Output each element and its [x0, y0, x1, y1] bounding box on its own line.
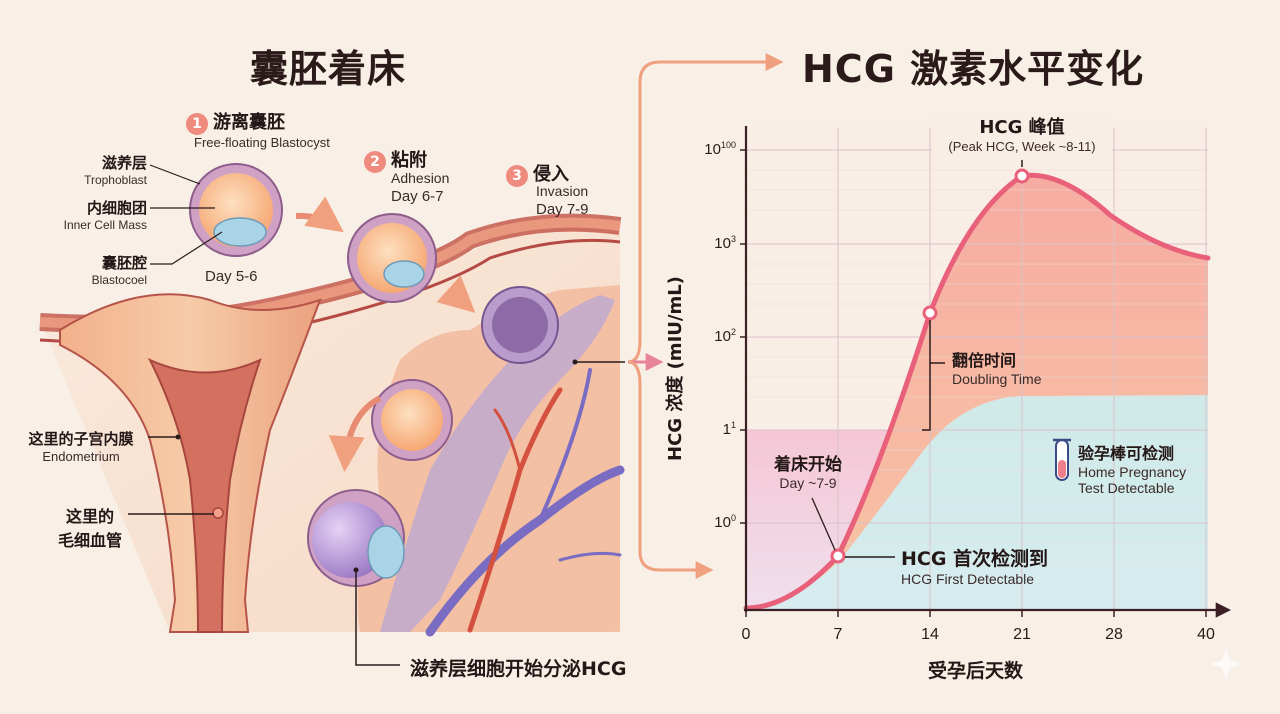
blastocyst-invasion-bottom [307, 489, 405, 587]
step-2-badge: 2 [364, 150, 386, 173]
capillary-dot [212, 507, 224, 519]
sparkle-icon [1210, 648, 1242, 680]
point-peak [1014, 168, 1030, 184]
x-tick-21: 21 [1013, 626, 1031, 643]
x-tick-7: 7 [833, 626, 843, 643]
hcg-chart [740, 125, 1232, 618]
blastocyst-adhesion [347, 213, 437, 303]
annotation-implantation-start: 着床开始 Day ~7-9 [774, 455, 842, 491]
label-blastocoel: 囊胚腔 Blastocoel [91, 254, 147, 287]
annotation-peak: HCG 峰值 (Peak HCG, Week ~8-11) [932, 113, 1112, 154]
test-tube-icon [1053, 438, 1071, 481]
uterine-cavity [147, 357, 262, 633]
x-tick-40: 40 [1197, 626, 1215, 643]
label-inner-cell-mass: 内细胞团 Inner Cell Mass [63, 199, 147, 232]
annotation-doubling-time: 翻倍时间 Doubling Time [952, 351, 1042, 387]
x-tick-0: 0 [741, 626, 751, 643]
left-panel-title: 囊胚着床 [250, 47, 407, 91]
label-capillary: 这里的 毛细血管 [57, 507, 122, 550]
blastocyst-free-floating [189, 163, 283, 257]
y-tick-10-0: 100 [714, 513, 736, 531]
hcg-secretion-caption: 滋养层细胞开始分泌HCG [410, 658, 627, 680]
y-tick-10-3: 103 [714, 234, 736, 252]
step-2-subtitle: Adhesion [391, 170, 450, 186]
step-2-title: 粘附 [391, 150, 427, 171]
step-3-title: 侵入 [533, 164, 569, 185]
connector-arrow-to-detectable [627, 360, 714, 579]
point-first-detectable [830, 548, 846, 564]
connector-arrow-to-title [627, 53, 784, 364]
step-1-subtitle: Free-floating Blastocyst [194, 135, 330, 150]
label-endometrium: 这里的子宫内膜 Endometrium [28, 430, 134, 464]
step-1-title: 游离囊胚 [213, 112, 285, 133]
x-tick-14: 14 [921, 626, 939, 643]
step-3-badge: 3 [506, 164, 528, 187]
x-tick-28: 28 [1105, 626, 1123, 643]
step-2-day: Day 6-7 [391, 188, 444, 205]
blastocyst-invasion-top [481, 286, 559, 364]
trophoblast-invasion [380, 295, 615, 632]
annotation-first-detectable: HCG 首次检测到 HCG First Detectable [901, 548, 1049, 587]
point-doubling [922, 305, 938, 321]
y-tick-10-100: 10100 [704, 140, 736, 158]
blastocyst-invasion-middle [371, 379, 453, 461]
y-tick-1-1: 11 [722, 420, 736, 438]
step-1-badge: 1 [186, 112, 208, 135]
step-1-day: Day 5-6 [205, 268, 258, 285]
label-trophoblast: 滋养层 Trophoblast [84, 154, 147, 187]
y-tick-10-2: 102 [714, 327, 736, 345]
x-axis-title: 受孕后天数 [928, 660, 1024, 682]
annotation-home-test: 验孕棒可检测 Home Pregnancy Test Detectable [1078, 444, 1187, 496]
step-3-subtitle: Invasion [536, 183, 589, 199]
chart-title: HCG 激素水平变化 [802, 47, 1145, 91]
y-axis-title: HCG 浓度 (mIU/mL) [665, 276, 686, 461]
step-3-day: Day 7-9 [536, 201, 589, 218]
